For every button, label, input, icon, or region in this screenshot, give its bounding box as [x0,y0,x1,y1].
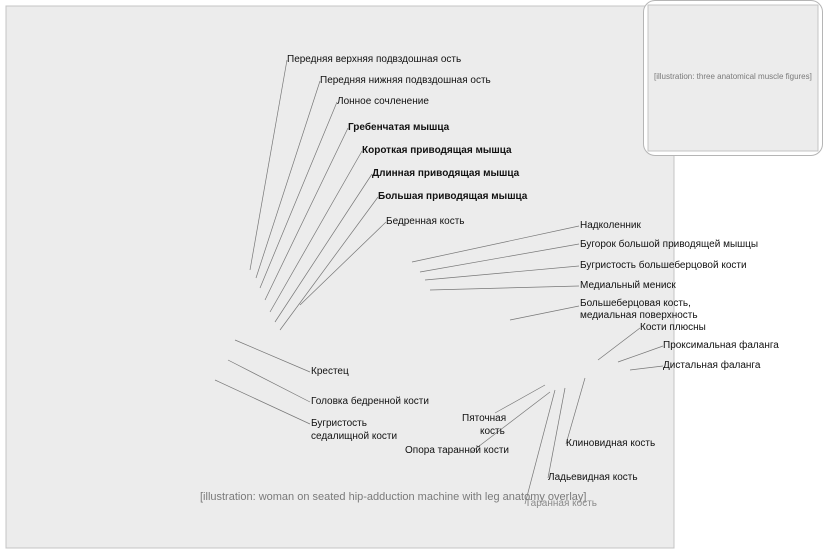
label-femur: Бедренная кость [386,216,465,227]
main-illustration: [illustration: woman on seated hip-adduc… [5,5,675,549]
label-sacrum: Крестец [311,366,349,377]
label-cuneiform: Клиновидная кость [566,438,656,449]
label-calcaneus-line1: Пяточная [462,413,507,424]
label-sustentaculum: Опора таранной кости [405,445,509,456]
label-asis: Передняя верхняя подвздошная ость [287,54,462,65]
label-adductor-magnus: Большая приводящая мышца [378,191,528,202]
label-femoral-head: Головка бедренной кости [311,396,429,407]
label-distal-phalanx: Дистальная фаланга [663,360,761,371]
label-talus: Таранная кость [525,498,597,509]
label-pectineus: Гребенчатая мышца [348,122,450,133]
label-adductor-brevis: Короткая приводящая мышца [362,145,512,156]
label-ischial-line2: седалищной кости [311,431,398,442]
label-adductor-longus: Длинная приводящая мышца [372,168,520,179]
main-illustration-caption: [illustration: woman on seated hip-adduc… [200,491,586,503]
label-metatarsals: Кости плюсны [640,322,706,333]
label-adductor-tubercle: Бугорок большой приводящей мышцы [580,239,759,250]
label-patella: Надколенник [580,220,641,231]
label-tibia-line1: Большеберцовая кость, [580,298,691,309]
label-pubic-symphysis: Лонное сочленение [337,96,429,107]
label-ischial-line1: Бугристость [311,418,367,429]
inset-panel: [illustration: three anatomical muscle f… [643,0,823,156]
label-tibial-tuberosity: Бугристость большеберцовой кости [580,260,747,271]
label-navicular: Ладьевидная кость [548,472,638,483]
label-proximal-phalanx: Проксимальная фаланга [663,340,779,351]
inset-illustration: [illustration: three anatomical muscle f… [647,4,819,152]
label-aiis: Передняя нижняя подвздошная ость [320,75,491,86]
inset-illustration-caption: [illustration: three anatomical muscle f… [654,72,812,81]
label-tibia-line2: медиальная поверхность [580,310,698,321]
label-calcaneus-line2: кость [480,426,505,437]
label-medial-meniscus: Медиальный мениск [580,280,676,291]
